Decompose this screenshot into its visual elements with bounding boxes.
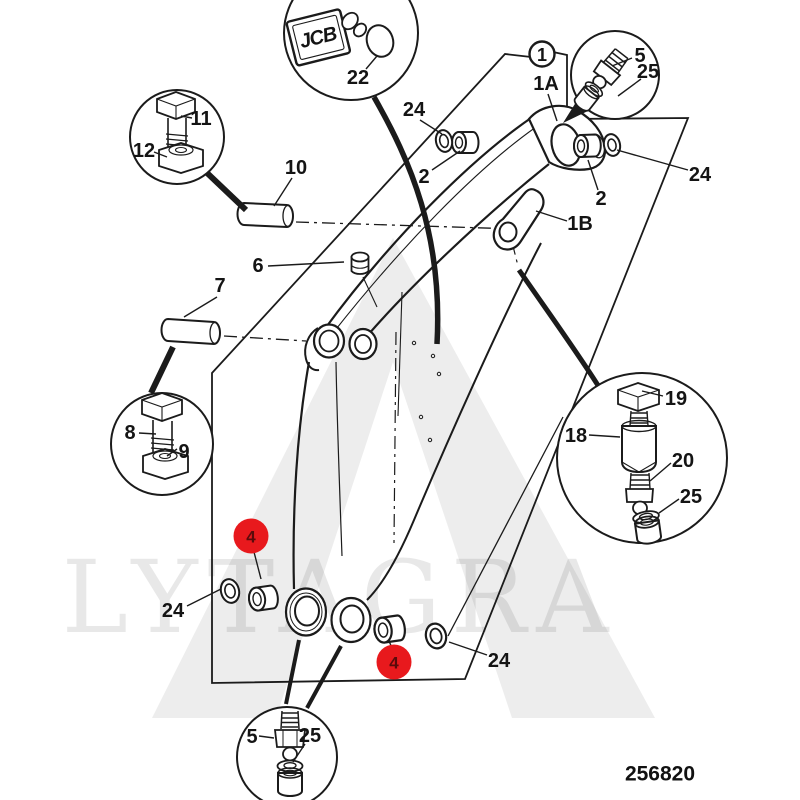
part-label-25-top: 25 [637, 61, 659, 83]
part-label-10: 10 [285, 157, 307, 179]
detail-circle-bolt-8-9 [110, 392, 214, 496]
highlight-badge-4-lower [376, 644, 412, 680]
highlight-badges: 44 [233, 518, 412, 680]
fitting-20-icon [625, 472, 654, 516]
part-label-5-bottom: 5 [246, 726, 257, 748]
grease-plug-6 [350, 251, 378, 308]
detail-circle-grease-adapter [556, 372, 728, 545]
watermark-text: LYTAGRA [62, 539, 619, 656]
part-label-2-right: 2 [595, 188, 606, 210]
adapter-18-icon [621, 410, 657, 474]
part-label-20: 20 [672, 450, 694, 472]
nut-9-icon [142, 448, 189, 480]
bushing-2-left [451, 131, 480, 154]
part-label-1A: 1A [533, 73, 559, 95]
bushing-4-upper [247, 584, 279, 612]
part-label-24-top: 24 [403, 99, 426, 121]
detail-circle-grease-nipple-bottom [236, 706, 338, 800]
part-label-1B: 1B [567, 213, 593, 235]
tipping-lever-1B [492, 188, 545, 251]
part-label-2-top: 2 [418, 166, 429, 188]
grease-nipple-bottom-icon [273, 710, 307, 797]
item-1-circle [528, 40, 556, 68]
part-label-24-bottom-right: 24 [488, 650, 511, 672]
detail-circle-jcb-plug: JCB [283, 0, 419, 101]
seal-ring-24-bottom-left [219, 578, 241, 604]
pivot-pin-7 [160, 317, 221, 346]
part-label-12: 12 [133, 140, 155, 162]
detail-circle-grease-nipple-top [570, 30, 660, 120]
seal-ring-24-top [434, 129, 454, 153]
part-label-8: 8 [124, 422, 135, 444]
seal-ring-24-bottom-right [424, 622, 448, 650]
part-label-24-bottom-left: 24 [162, 600, 185, 622]
highlight-badge-number-4-upper: 4 [246, 528, 256, 547]
plug-flange [341, 11, 359, 31]
bushing-2-right [573, 133, 602, 159]
part-label-18: 18 [565, 425, 587, 447]
bushing-4-lower [373, 614, 406, 644]
part-label-22: 22 [347, 67, 369, 89]
jcb-logo-plate [285, 8, 352, 67]
highlight-badge-4-upper [233, 518, 269, 554]
part-label-7: 7 [214, 275, 225, 297]
sleeve-icon [633, 515, 662, 545]
part-label-25-bottom: 25 [299, 725, 321, 747]
blanking-plug-22 [365, 24, 395, 58]
weld-marks [411, 340, 442, 443]
part-label-24-right: 24 [689, 164, 712, 186]
nut-19-icon [617, 382, 660, 412]
detail-circle-bolt-11-12 [129, 89, 225, 185]
nut-12-icon [158, 142, 204, 174]
part-label-6: 6 [252, 255, 263, 277]
grease-nipple-icon [573, 48, 629, 112]
part-label-9: 9 [178, 441, 189, 463]
pivot-pin-10 [236, 201, 294, 229]
dipper-arm-weldment [284, 104, 607, 644]
highlight-badge-number-4-lower: 4 [389, 654, 399, 673]
seal-ring-24-right [602, 133, 622, 157]
part-label-5-top: 5 [634, 45, 645, 67]
label-leaders [138, 55, 689, 763]
part-label-19: 19 [665, 388, 687, 410]
part-label-11: 11 [190, 108, 211, 130]
document-part-number: 256820 [625, 763, 695, 786]
part-label-25-right: 25 [680, 486, 702, 508]
item-1-number: 1 [537, 45, 547, 65]
